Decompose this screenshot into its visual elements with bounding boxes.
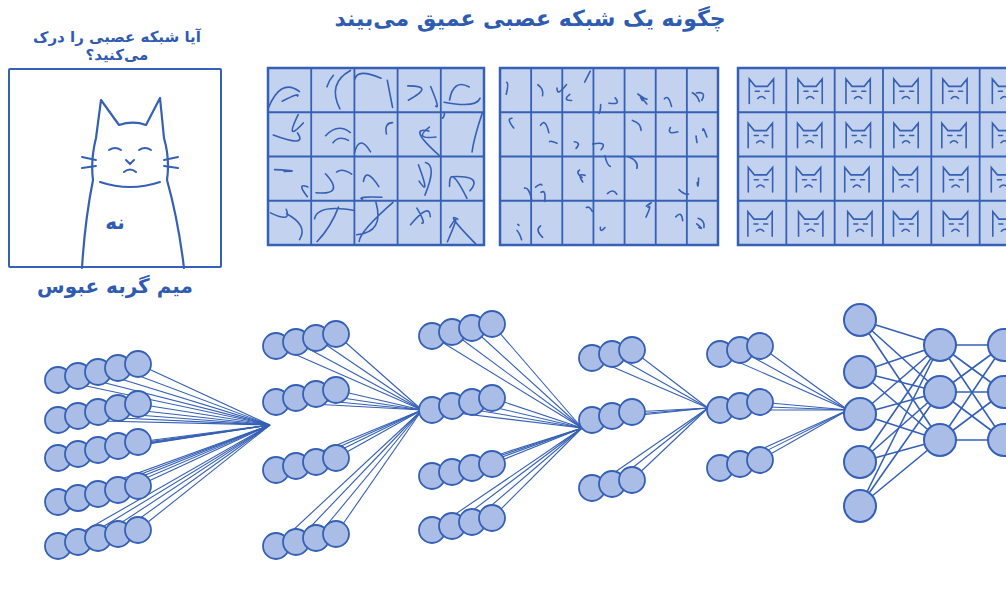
panel-heading: آیا شبکه عصبی را درک می‌کنید؟: [25, 28, 209, 64]
feature-grid-parts: [500, 68, 718, 245]
neural-network: [45, 304, 1006, 559]
meme-panel: آیا شبکه عصبی را درک می‌کنید؟نه: [8, 68, 222, 268]
feature-grid-faces: [738, 68, 1006, 245]
cat-speech: نه: [10, 210, 220, 234]
diagram-title: چگونه یک شبکه عصبی عمیق می‌بیند: [230, 6, 830, 32]
feature-grid-edges: [268, 68, 484, 245]
panel-caption: میم گربه عبوس: [8, 274, 222, 298]
grumpy-cat: [82, 98, 184, 268]
